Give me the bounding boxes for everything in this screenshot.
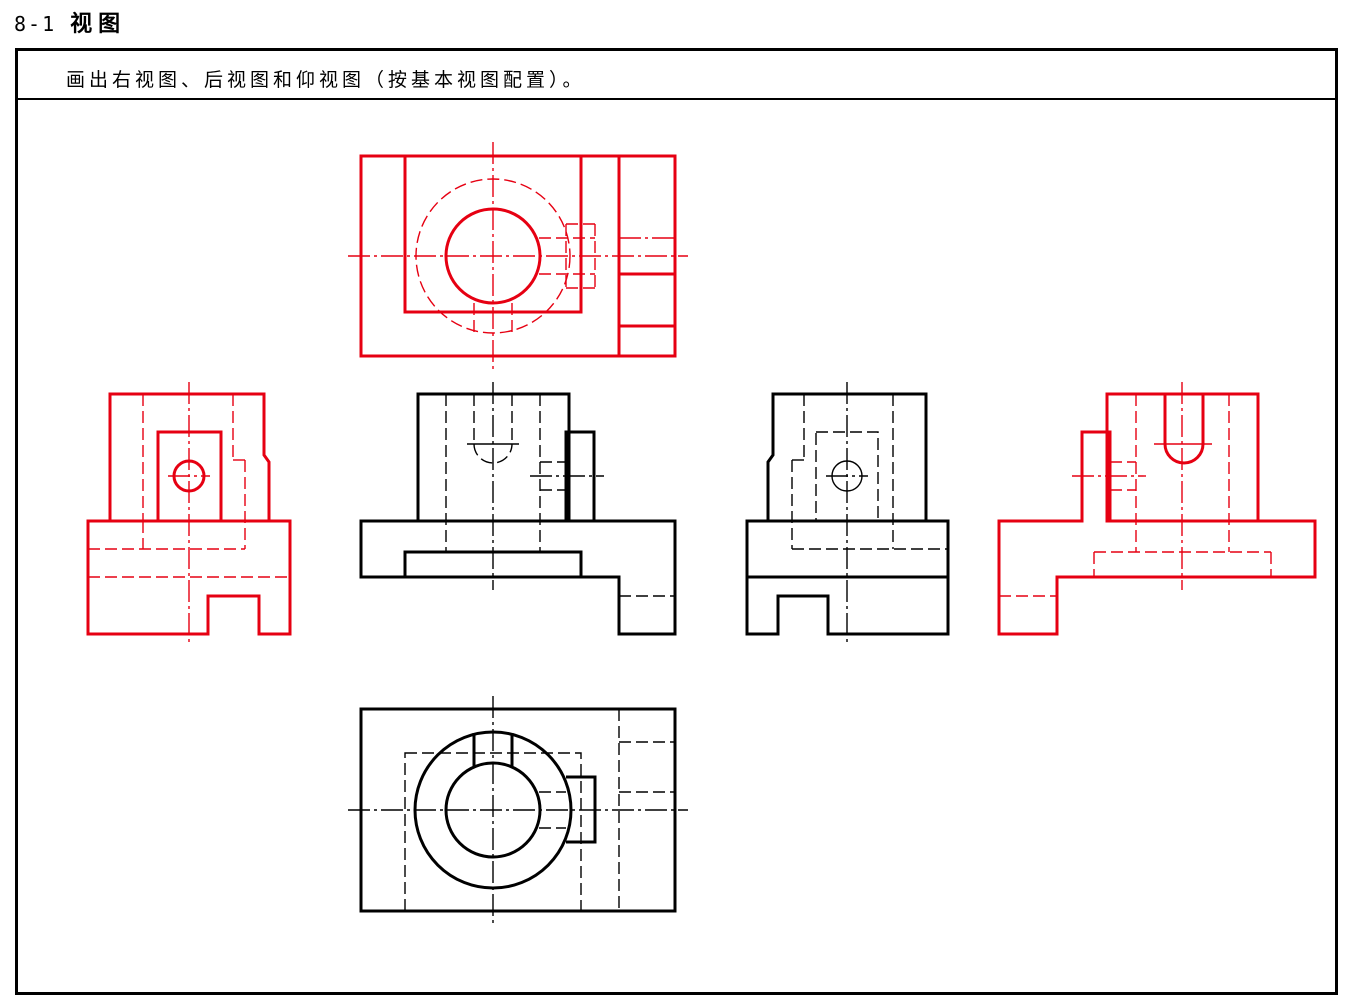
- top-view-drawing: [348, 696, 688, 924]
- right-view-drawing: [86, 382, 292, 646]
- section-heading: 8-1 视图: [14, 6, 126, 38]
- left-view-drawing: [745, 382, 950, 646]
- instruction-text: 画出右视图、后视图和仰视图（按基本视图配置）。: [18, 51, 1335, 100]
- bottom-view-drawing: [348, 142, 688, 370]
- section-title: 视图: [70, 12, 127, 37]
- section-number: 8-1: [14, 12, 57, 36]
- front-view-drawing: [359, 382, 677, 636]
- back-view-drawing: [997, 382, 1317, 636]
- exercise-frame: 画出右视图、后视图和仰视图（按基本视图配置）。: [15, 48, 1338, 995]
